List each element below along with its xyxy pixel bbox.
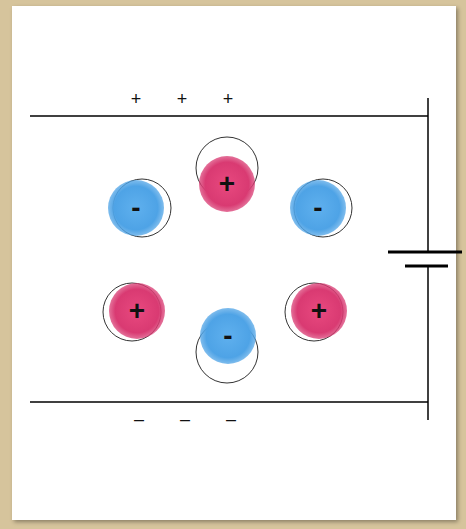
charge-sign: - [223, 322, 232, 350]
charge-sign: - [131, 194, 140, 222]
top-plate [30, 115, 428, 117]
charge-circle: - [290, 180, 346, 236]
charge-sign: + [311, 297, 327, 325]
bottom-plate [30, 401, 428, 403]
plate-charge: + [177, 90, 188, 108]
plate-charge: + [223, 90, 234, 108]
battery-plate [405, 265, 448, 268]
charge-sign: + [219, 170, 235, 198]
charge-circle: + [199, 156, 255, 212]
plate-charge: + [131, 90, 142, 108]
plate-charge: – [226, 410, 236, 428]
battery-plate [388, 251, 462, 254]
wire [427, 267, 429, 420]
charge-circle: - [200, 308, 256, 364]
plate-charge: – [180, 410, 190, 428]
charge-sign: + [129, 297, 145, 325]
page-panel [12, 6, 456, 520]
charge-circle: - [108, 180, 164, 236]
charge-circle: + [291, 283, 347, 339]
wire [427, 98, 429, 251]
charge-sign: - [313, 194, 322, 222]
charge-circle: + [109, 283, 165, 339]
plate-charge: – [134, 410, 144, 428]
